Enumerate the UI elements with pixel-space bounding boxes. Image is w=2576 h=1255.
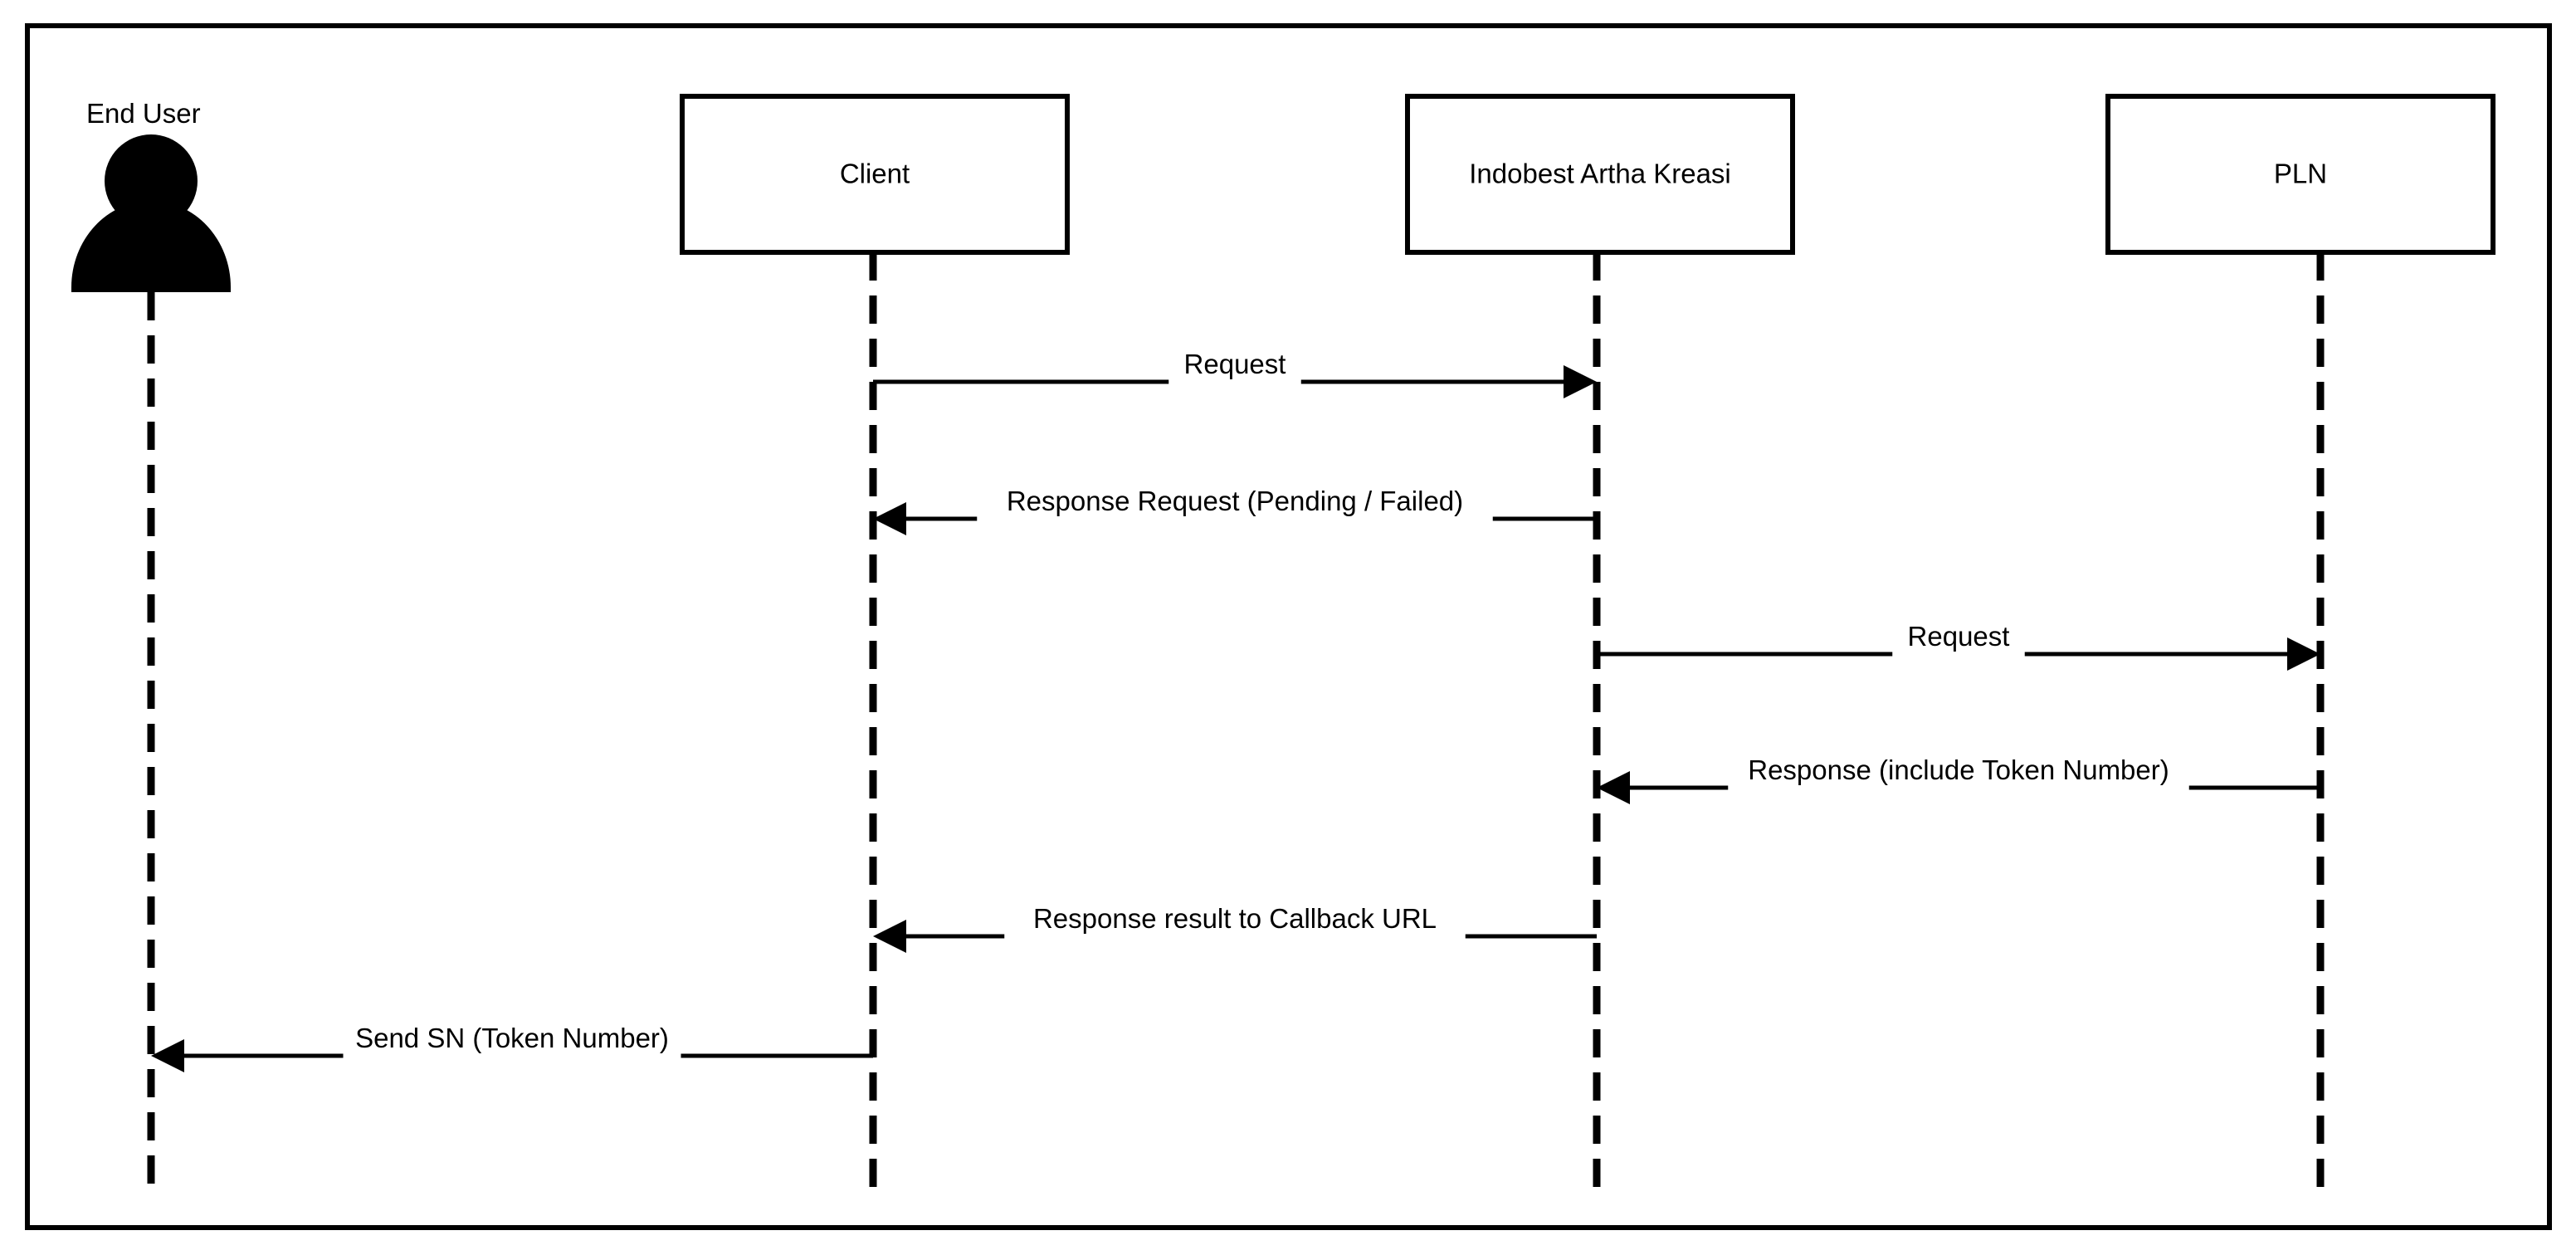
- message-msg-send-sn-token-number[interactable]: Send SN (Token Number): [151, 1023, 873, 1072]
- message-msg-request-client-indobest[interactable]: Request: [873, 349, 1597, 398]
- message-arrowhead-icon: [1564, 365, 1597, 398]
- message-label: Response Request (Pending / Failed): [1007, 486, 1463, 516]
- message-arrowhead-icon: [873, 502, 906, 535]
- participant-label-pln: PLN: [2274, 159, 2327, 189]
- participant-box-indobest[interactable]: [1405, 94, 1795, 255]
- message-msg-response-result-callback-url[interactable]: Response result to Callback URL: [873, 903, 1597, 953]
- message-label: Request: [1908, 621, 2010, 652]
- message-msg-request-indobest-pln[interactable]: Request: [1597, 621, 2320, 671]
- actor-body-icon: [71, 201, 231, 292]
- participant-box-client[interactable]: [680, 94, 1070, 255]
- message-label: Response result to Callback URL: [1033, 903, 1437, 934]
- message-arrowhead-icon: [1597, 771, 1630, 804]
- message-arrowhead-icon: [873, 920, 906, 953]
- participant-end-user[interactable]: End User: [71, 98, 231, 292]
- participant-indobest[interactable]: Indobest Artha Kreasi: [1405, 94, 1795, 255]
- participant-box-pln[interactable]: [2105, 94, 2496, 255]
- message-arrowhead-icon: [2287, 637, 2320, 671]
- participant-label-end-user: End User: [86, 98, 201, 129]
- message-msg-response-include-token-number[interactable]: Response (include Token Number): [1597, 754, 2320, 804]
- actor-head-icon: [105, 134, 198, 227]
- message-msg-response-request-pending-failed[interactable]: Response Request (Pending / Failed): [873, 486, 1597, 535]
- message-label: Request: [1184, 349, 1286, 379]
- participant-client[interactable]: Client: [680, 94, 1070, 255]
- participant-pln[interactable]: PLN: [2105, 94, 2496, 255]
- participant-label-client: Client: [840, 159, 910, 189]
- message-label: Response (include Token Number): [1748, 754, 2169, 785]
- message-label: Send SN (Token Number): [355, 1023, 669, 1053]
- lifelines-layer: [147, 252, 2325, 1189]
- participant-label-indobest: Indobest Artha Kreasi: [1469, 159, 1731, 189]
- message-arrowhead-icon: [151, 1039, 184, 1072]
